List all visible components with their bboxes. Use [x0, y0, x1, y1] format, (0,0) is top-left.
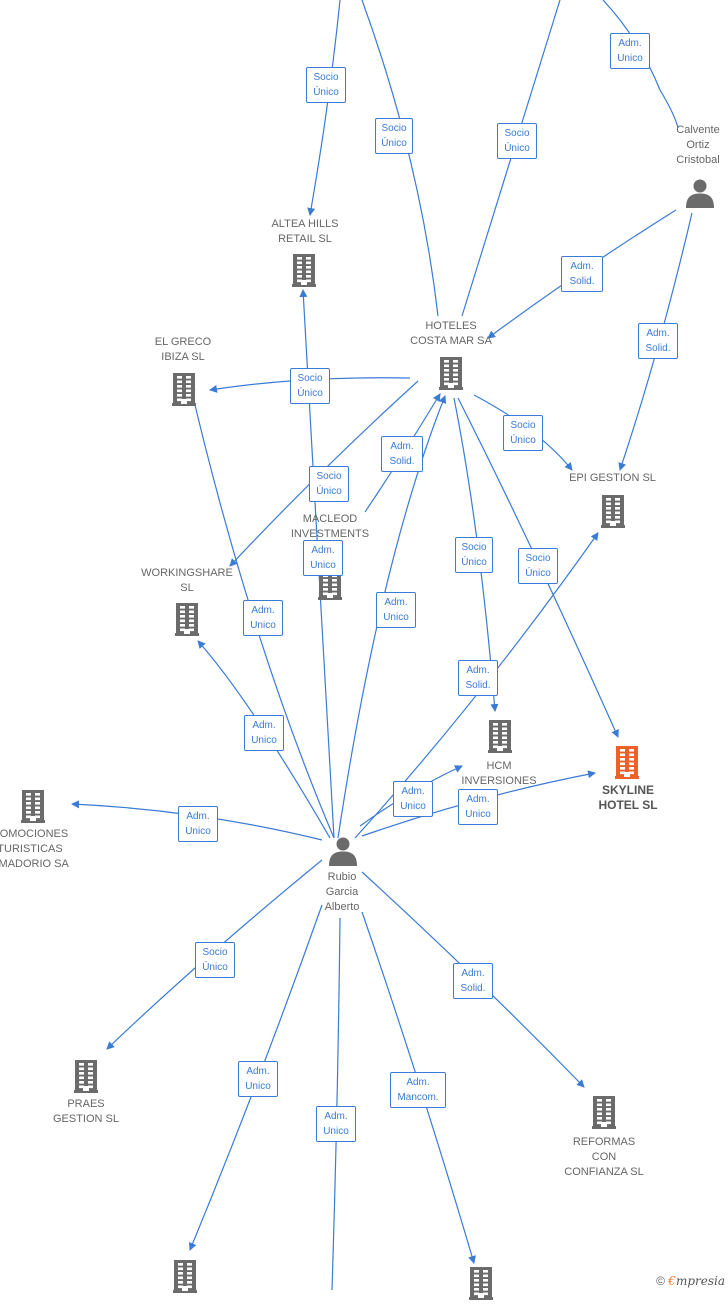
node-label-skyline[interactable]: SKYLINE HOTEL SL [598, 783, 658, 812]
building-icon-reformas[interactable] [592, 1095, 616, 1134]
edge-line [307, 0, 341, 216]
person-icon-rubio[interactable] [328, 836, 358, 871]
relation-label: Adm. Unico [178, 806, 218, 842]
node-label-praes[interactable]: PRAES GESTION SL [52, 1098, 120, 1125]
node-label-elgreco[interactable]: EL GRECO IBIZA SL [154, 336, 212, 363]
person-icon-calvente[interactable] [685, 178, 715, 213]
relation-label: Adm. Solid. [561, 256, 603, 292]
edge-line [602, 0, 679, 129]
building-icon-epi[interactable] [601, 494, 625, 533]
relation-label: Socio Único [306, 67, 346, 103]
brand-name: mpresia [675, 1274, 725, 1288]
relation-label: Socio Único [195, 942, 235, 978]
relation-label: Socio Único [455, 537, 493, 573]
relation-label: Adm. Unico [376, 592, 416, 628]
building-icon-workingshare[interactable] [175, 602, 199, 641]
relation-label: Socio Único [497, 123, 537, 159]
relation-label: Adm. Unico [244, 715, 284, 751]
building-icon-elgreco[interactable] [172, 372, 196, 411]
building-icon-bottom_left[interactable] [173, 1259, 197, 1298]
relation-label: Adm. Unico [393, 781, 433, 817]
node-label-promociones[interactable]: ROMOCIONES TURISTICAS AMADORIO SA [0, 828, 69, 870]
relation-label: Socio Único [518, 548, 558, 584]
relation-label: Adm. Solid. [458, 660, 498, 696]
node-label-rubio[interactable]: Rubio Garcia Alberto [324, 871, 360, 913]
empresia-brand[interactable]: © €mpresia [656, 1274, 725, 1288]
edge-line [361, 0, 439, 317]
relation-label: Socio Único [309, 466, 349, 502]
relation-label: Adm. Unico [610, 33, 650, 69]
node-label-reformas[interactable]: REFORMAS CON CONFIANZA SL [564, 1136, 644, 1178]
building-icon-bottom_right[interactable] [469, 1266, 493, 1305]
node-label-macleod[interactable]: MACLEOD INVESTMENTS [290, 513, 370, 540]
relation-label: Adm. Mancom. [390, 1072, 446, 1108]
relation-label: Adm. Unico [303, 540, 343, 576]
node-label-epi[interactable]: EPI GESTION SL [569, 472, 656, 484]
relation-label: Adm. Solid. [453, 963, 493, 999]
building-icon-hcm[interactable] [488, 719, 512, 758]
relation-label: Adm. Solid. [381, 436, 423, 472]
building-icon-hoteles[interactable] [439, 356, 463, 395]
relation-label: Adm. Unico [316, 1106, 356, 1142]
relation-label: Socio Único [375, 118, 413, 154]
node-label-workingshare[interactable]: WORKINGSHARE SL [141, 567, 233, 594]
relation-label: Adm. Solid. [638, 323, 678, 359]
node-label-hoteles[interactable]: HOTELES COSTA MAR SA [410, 320, 492, 347]
building-icon-altea[interactable] [292, 253, 316, 292]
node-label-calvente[interactable]: Calvente Ortiz Cristobal [676, 124, 720, 166]
edge-line [331, 917, 341, 1290]
relation-label: Adm. Unico [458, 789, 498, 825]
building-icon-praes[interactable] [74, 1059, 98, 1098]
node-label-hcm[interactable]: HCM INVERSIONES [461, 760, 537, 787]
copyright-symbol: © [656, 1274, 665, 1288]
relation-label: Socio Único [290, 368, 330, 404]
building-icon-promociones[interactable] [21, 789, 45, 828]
relation-label: Adm. Unico [238, 1061, 278, 1097]
brand-initial: € [668, 1274, 676, 1288]
edge-line [337, 395, 447, 839]
building-icon-skyline[interactable] [615, 745, 639, 784]
node-label-altea[interactable]: ALTEA HILLS RETAIL SL [271, 218, 339, 245]
relation-label: Socio Único [503, 415, 543, 451]
relation-label: Adm. Unico [243, 600, 283, 636]
